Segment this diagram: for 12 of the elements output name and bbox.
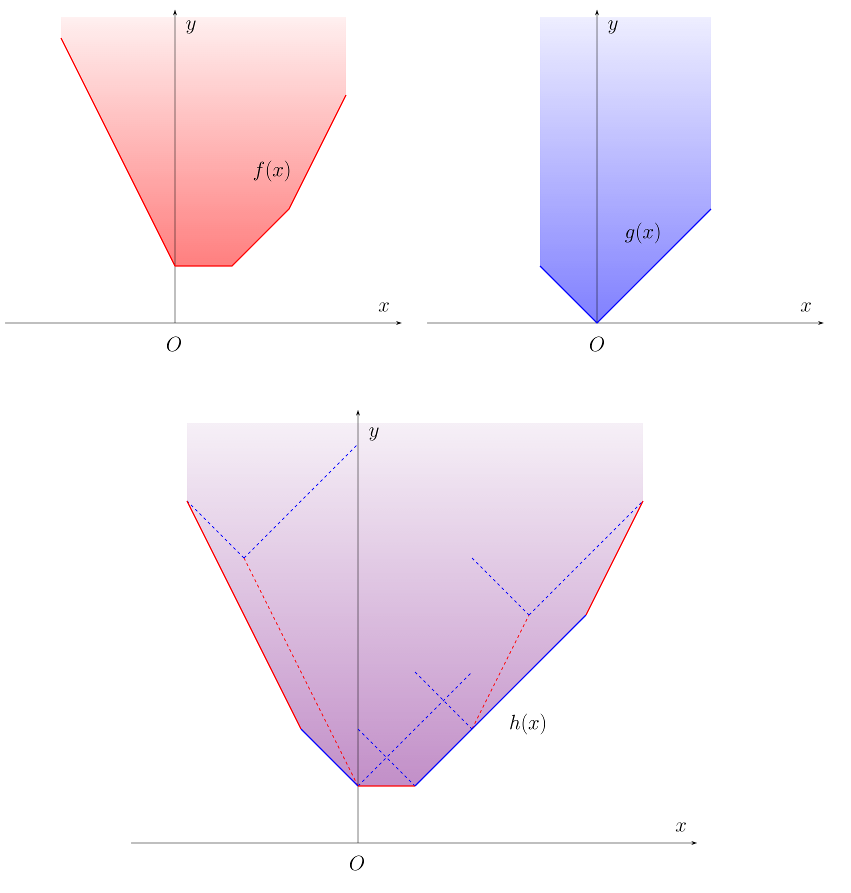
function-label: $h(x)$ <box>510 714 546 734</box>
origin-label: $O$ <box>350 856 364 871</box>
axis-label: $y$ <box>608 20 618 34</box>
axis-label: $x$ <box>378 302 389 312</box>
origin-label: $O$ <box>166 336 182 352</box>
function-label: $g(x)$ <box>625 222 660 244</box>
axis-label: $x$ <box>800 302 811 312</box>
function-label: $f(x)$ <box>254 160 290 182</box>
origin-label: $O$ <box>590 336 604 352</box>
axis-label: $x$ <box>676 822 686 832</box>
axis-label: $y$ <box>369 427 379 441</box>
axis-label: $y$ <box>186 20 196 34</box>
